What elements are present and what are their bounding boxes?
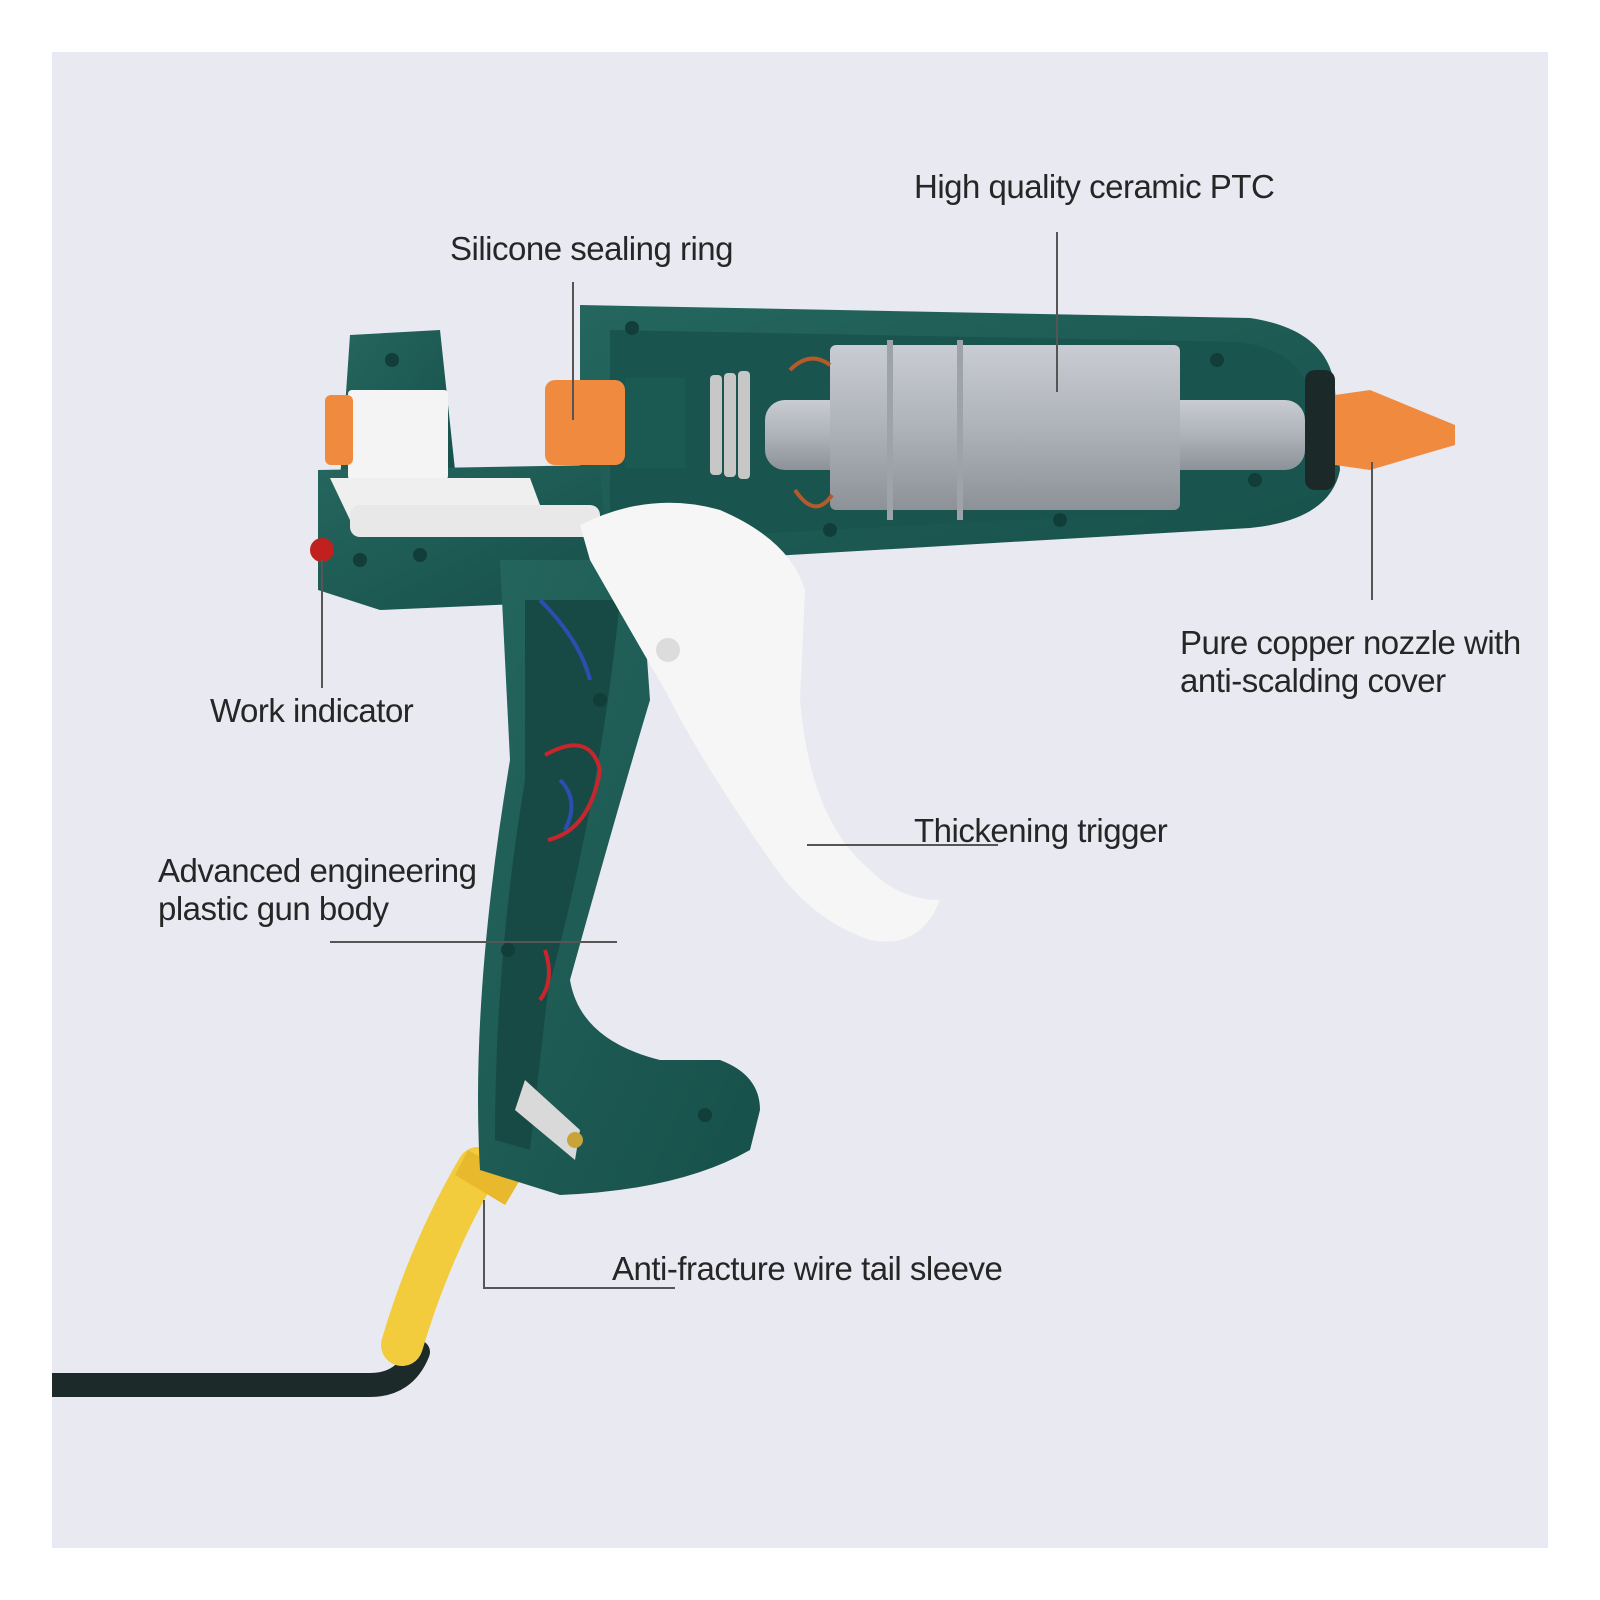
label-copper-nozzle-line-2: anti-scalding cover xyxy=(1180,662,1446,699)
glue-stick-inlet xyxy=(348,390,448,480)
diagram-panel: High quality ceramic PTC Silicone sealin… xyxy=(52,52,1548,1548)
label-gun-body-line-1: Advanced engineering xyxy=(158,852,477,889)
work-indicator-light xyxy=(310,538,334,562)
thickening-trigger xyxy=(580,502,940,942)
label-tail-sleeve: Anti-fracture wire tail sleeve xyxy=(612,1250,1003,1287)
label-work-indicator: Work indicator xyxy=(210,692,414,729)
power-cable xyxy=(52,1340,430,1397)
tail-sleeve-leader xyxy=(483,1200,675,1289)
label-silicone-sealing-ring: Silicone sealing ring xyxy=(450,230,734,267)
silicone-sealing-ring xyxy=(545,380,625,465)
label-copper-nozzle: Pure copper nozzle with anti-scalding co… xyxy=(1180,624,1521,700)
tail-sleeve xyxy=(381,1147,499,1366)
glue-gun-illustration xyxy=(52,232,1455,1397)
copper-nozzle xyxy=(1335,390,1455,470)
label-gun-body-line-2: plastic gun body xyxy=(158,890,389,927)
label-gun-body: Advanced engineering plastic gun body xyxy=(158,852,477,928)
label-thickening-trigger: Thickening trigger xyxy=(914,812,1168,849)
leader-lines xyxy=(321,232,1373,1289)
label-ceramic-ptc: High quality ceramic PTC xyxy=(914,168,1275,205)
label-copper-nozzle-line-1: Pure copper nozzle with xyxy=(1180,624,1521,661)
